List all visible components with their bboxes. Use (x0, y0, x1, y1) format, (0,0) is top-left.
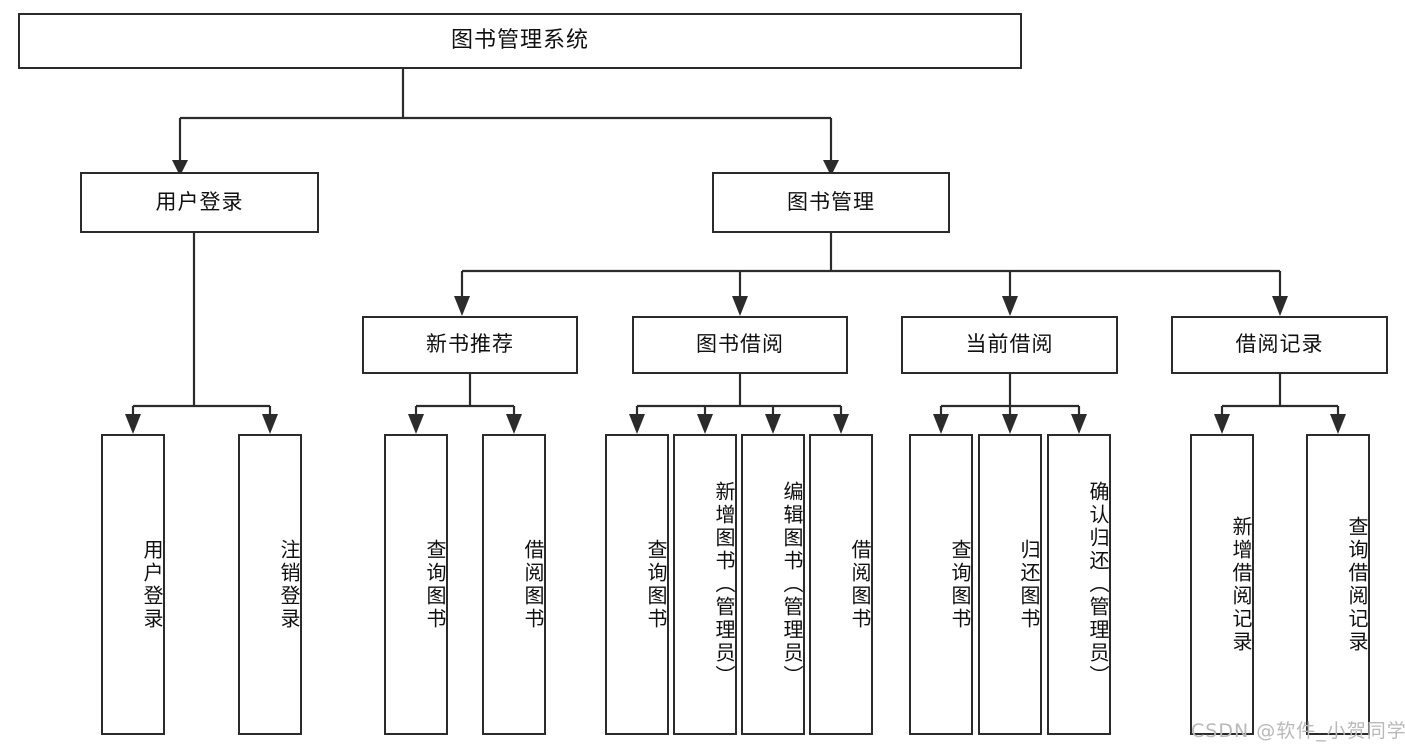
node-label: 查询图书 (423, 538, 447, 631)
node-book-management[interactable]: 图书管理 (712, 172, 950, 233)
node-label: 注销登录 (277, 538, 301, 631)
arrowhead-leaf-bb-borrow (833, 414, 849, 434)
arrowhead-leaf-cb-query (933, 414, 949, 434)
leaf-current-borrow-confirm[interactable]: 确认归还（管理员） (1047, 434, 1111, 735)
node-user-login[interactable]: 用户登录 (80, 172, 319, 233)
node-label: 查询图书 (644, 538, 668, 631)
node-label: 确认归还（管理员） (1086, 481, 1110, 688)
node-label: 图书管理系统 (450, 27, 589, 53)
leaf-current-borrow-return[interactable]: 归还图书 (978, 434, 1042, 735)
arrowhead-leaf-bb-edit (765, 414, 781, 434)
leaf-user-logout[interactable]: 注销登录 (238, 434, 302, 735)
leaf-borrow-record-add[interactable]: 新增借阅记录 (1190, 434, 1254, 735)
node-new-book-recommend[interactable]: 新书推荐 (362, 316, 578, 374)
arrowhead-borrow-record (1272, 296, 1288, 316)
node-label: 图书借阅 (696, 332, 784, 357)
arrowhead-book-borrow (732, 296, 748, 316)
leaf-current-borrow-query[interactable]: 查询图书 (909, 434, 973, 735)
arrowhead-leaf-user-login (125, 414, 141, 434)
node-root-book-management-system[interactable]: 图书管理系统 (18, 13, 1022, 69)
arrowhead-leaf-br-query (1330, 414, 1346, 434)
arrowhead-new-book (454, 296, 470, 316)
node-label: 图书管理 (787, 189, 875, 214)
leaf-book-borrow-query[interactable]: 查询图书 (605, 434, 669, 735)
node-label: 新增图书（管理员） (712, 481, 736, 688)
leaf-book-borrow-add[interactable]: 新增图书（管理员） (673, 434, 737, 735)
csdn-watermark: CSDN @软件_小贺同学 (1191, 720, 1405, 742)
node-label: 借阅图书 (848, 538, 872, 631)
node-label: 借阅记录 (1235, 332, 1324, 357)
leaf-new-book-query[interactable]: 查询图书 (384, 434, 448, 735)
node-label: 归还图书 (1017, 538, 1041, 631)
leaf-new-book-borrow[interactable]: 借阅图书 (482, 434, 546, 735)
node-book-borrow[interactable]: 图书借阅 (632, 316, 848, 374)
node-label: 查询借阅记录 (1345, 515, 1369, 654)
node-borrow-record[interactable]: 借阅记录 (1171, 316, 1388, 374)
arrowhead-leaf-nb-borrow (506, 414, 522, 434)
arrowhead-leaf-nb-query (408, 414, 424, 434)
node-label: 用户登录 (140, 538, 164, 631)
node-label: 借阅图书 (521, 538, 545, 631)
arrowhead-leaf-bb-query (629, 414, 645, 434)
node-label: 当前借阅 (965, 332, 1054, 357)
arrowhead-leaf-cb-confirm (1071, 414, 1087, 434)
node-label: 查询图书 (948, 538, 972, 631)
arrowhead-leaf-user-logout (262, 414, 278, 434)
node-label: 用户登录 (155, 189, 244, 214)
node-current-borrow[interactable]: 当前借阅 (901, 316, 1118, 374)
leaf-book-borrow-borrow[interactable]: 借阅图书 (809, 434, 873, 735)
arrowhead-leaf-cb-return (1002, 414, 1018, 434)
arrowhead-leaf-br-add (1214, 414, 1230, 434)
node-label: 新增借阅记录 (1229, 515, 1253, 654)
node-label: 新书推荐 (426, 332, 514, 357)
leaf-user-login[interactable]: 用户登录 (101, 434, 165, 735)
leaf-borrow-record-query[interactable]: 查询借阅记录 (1306, 434, 1370, 735)
node-label: 编辑图书（管理员） (780, 481, 804, 688)
arrowhead-leaf-bb-add (697, 414, 713, 434)
leaf-book-borrow-edit[interactable]: 编辑图书（管理员） (741, 434, 805, 735)
arrowhead-current-borrow (1002, 296, 1018, 316)
